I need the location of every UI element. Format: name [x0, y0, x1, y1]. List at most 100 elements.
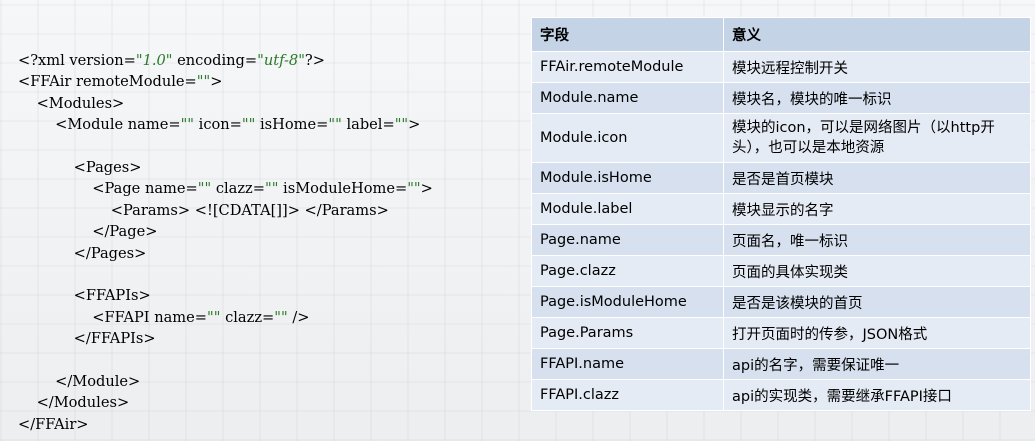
code-indent	[18, 223, 92, 240]
code-line: <Params> <![CDATA[]]> </Params>	[18, 200, 433, 221]
code-token: <Page name=	[92, 180, 198, 198]
code-indent	[18, 373, 55, 390]
code-token: ?>	[304, 52, 325, 69]
code-line: </Page>	[18, 221, 433, 242]
code-line	[18, 349, 433, 370]
code-line: <Pages>	[18, 157, 433, 178]
meaning-cell: 是否是首页模块	[723, 162, 1031, 194]
meaning-cell: api的名字，需要保证唯一	[723, 348, 1031, 380]
code-token: <FFAPIs>	[73, 287, 151, 305]
code-indent	[18, 202, 111, 219]
meaning-cell: 模块显示的名字	[723, 193, 1031, 225]
code-indent	[18, 116, 55, 133]
code-token: clazz=	[211, 180, 265, 198]
code-line	[18, 136, 433, 157]
header-meaning: 意义	[723, 17, 1031, 52]
field-cell: Module.label	[531, 193, 724, 225]
code-token: </FFAPIs>	[73, 330, 156, 348]
code-line: </Pages>	[18, 243, 433, 264]
code-token: </Pages>	[73, 244, 147, 262]
meaning-cell: 模块远程控制开关	[723, 51, 1031, 83]
code-token: <?xml version=	[18, 52, 136, 69]
code-line: </FFAir>	[18, 414, 433, 435]
code-token: <FFAir remoteModule=	[18, 73, 197, 91]
code-string: ""	[264, 180, 279, 198]
code-token: <Module name=	[55, 116, 181, 134]
code-token: >	[408, 116, 421, 134]
code-line: <FFAir remoteModule="">	[18, 71, 433, 92]
code-indent	[18, 180, 92, 197]
code-string: ""	[196, 73, 211, 91]
field-cell: FFAir.remoteModule	[531, 51, 724, 83]
field-cell: Page.isModuleHome	[531, 286, 724, 318]
code-line	[18, 264, 433, 285]
code-string: ""	[328, 116, 342, 134]
meaning-cell: 模块的icon，可以是网络图片（以http开头），也可以是本地资源	[723, 113, 1031, 163]
code-token: </FFAir>	[18, 415, 89, 433]
code-line: <Module name="" icon="" isHome="" label=…	[18, 114, 433, 135]
code-token: icon=	[194, 116, 242, 134]
code-token: >	[210, 73, 223, 91]
xml-config-code: <?xml version="1.0" encoding="utf-8"?><F…	[18, 50, 433, 435]
code-string: ""	[407, 180, 421, 198]
field-cell: Module.icon	[531, 113, 724, 163]
code-indent	[18, 309, 92, 326]
code-token: <Params> <![CDATA[]]> </Params>	[110, 201, 389, 219]
code-line: </Module>	[18, 371, 433, 392]
code-indent	[18, 245, 74, 262]
field-cell: Page.Params	[531, 317, 724, 349]
table-header-row: 字段 意义	[531, 17, 1031, 52]
code-indent	[18, 394, 37, 411]
field-cell: Module.name	[531, 82, 724, 114]
code-token: isHome=	[255, 116, 329, 134]
code-indent	[18, 330, 74, 347]
field-cell: Page.clazz	[531, 255, 724, 287]
code-token: </Modules>	[36, 394, 130, 412]
code-indent	[18, 287, 74, 304]
code-line: <Modules>	[18, 93, 433, 114]
field-cell: Module.isHome	[531, 162, 724, 194]
code-token: label=	[341, 116, 395, 134]
meaning-cell: 打开页面时的传参，JSON格式	[723, 317, 1031, 349]
code-string: ""	[394, 116, 409, 134]
field-cell: Page.name	[531, 224, 724, 256]
meaning-cell: 模块名，模块的唯一标识	[723, 82, 1031, 114]
code-indent	[18, 159, 74, 176]
meaning-cell: 页面名，唯一标识	[723, 224, 1031, 256]
code-token: <FFAPI name=	[92, 308, 208, 326]
code-string: ""	[207, 308, 221, 326]
code-token: </Page>	[92, 223, 158, 241]
code-line: <FFAPIs>	[18, 285, 433, 306]
meaning-cell: 是否是该模块的首页	[723, 286, 1031, 318]
meaning-cell: 页面的具体实现类	[723, 255, 1031, 287]
code-token: isModuleHome=	[278, 180, 408, 198]
code-token: <Modules>	[36, 94, 125, 112]
code-string: ""	[180, 116, 195, 134]
code-string: ""	[274, 308, 288, 326]
code-token: </Module>	[55, 372, 141, 390]
code-indent	[18, 95, 37, 112]
code-string: ""	[197, 180, 212, 198]
code-line: </Modules>	[18, 392, 433, 413]
code-string: ""	[241, 116, 256, 134]
code-token: clazz=	[220, 308, 275, 326]
code-line: <Page name="" clazz="" isModuleHome="">	[18, 178, 433, 199]
code-token: >	[420, 180, 433, 198]
header-field: 字段	[531, 17, 724, 52]
code-line: <FFAPI name="" clazz="" />	[18, 307, 433, 328]
meaning-cell: api的实现类，需要继承FFAPI接口	[723, 379, 1031, 411]
code-token: />	[287, 308, 310, 326]
field-cell: FFAPI.clazz	[531, 379, 724, 411]
